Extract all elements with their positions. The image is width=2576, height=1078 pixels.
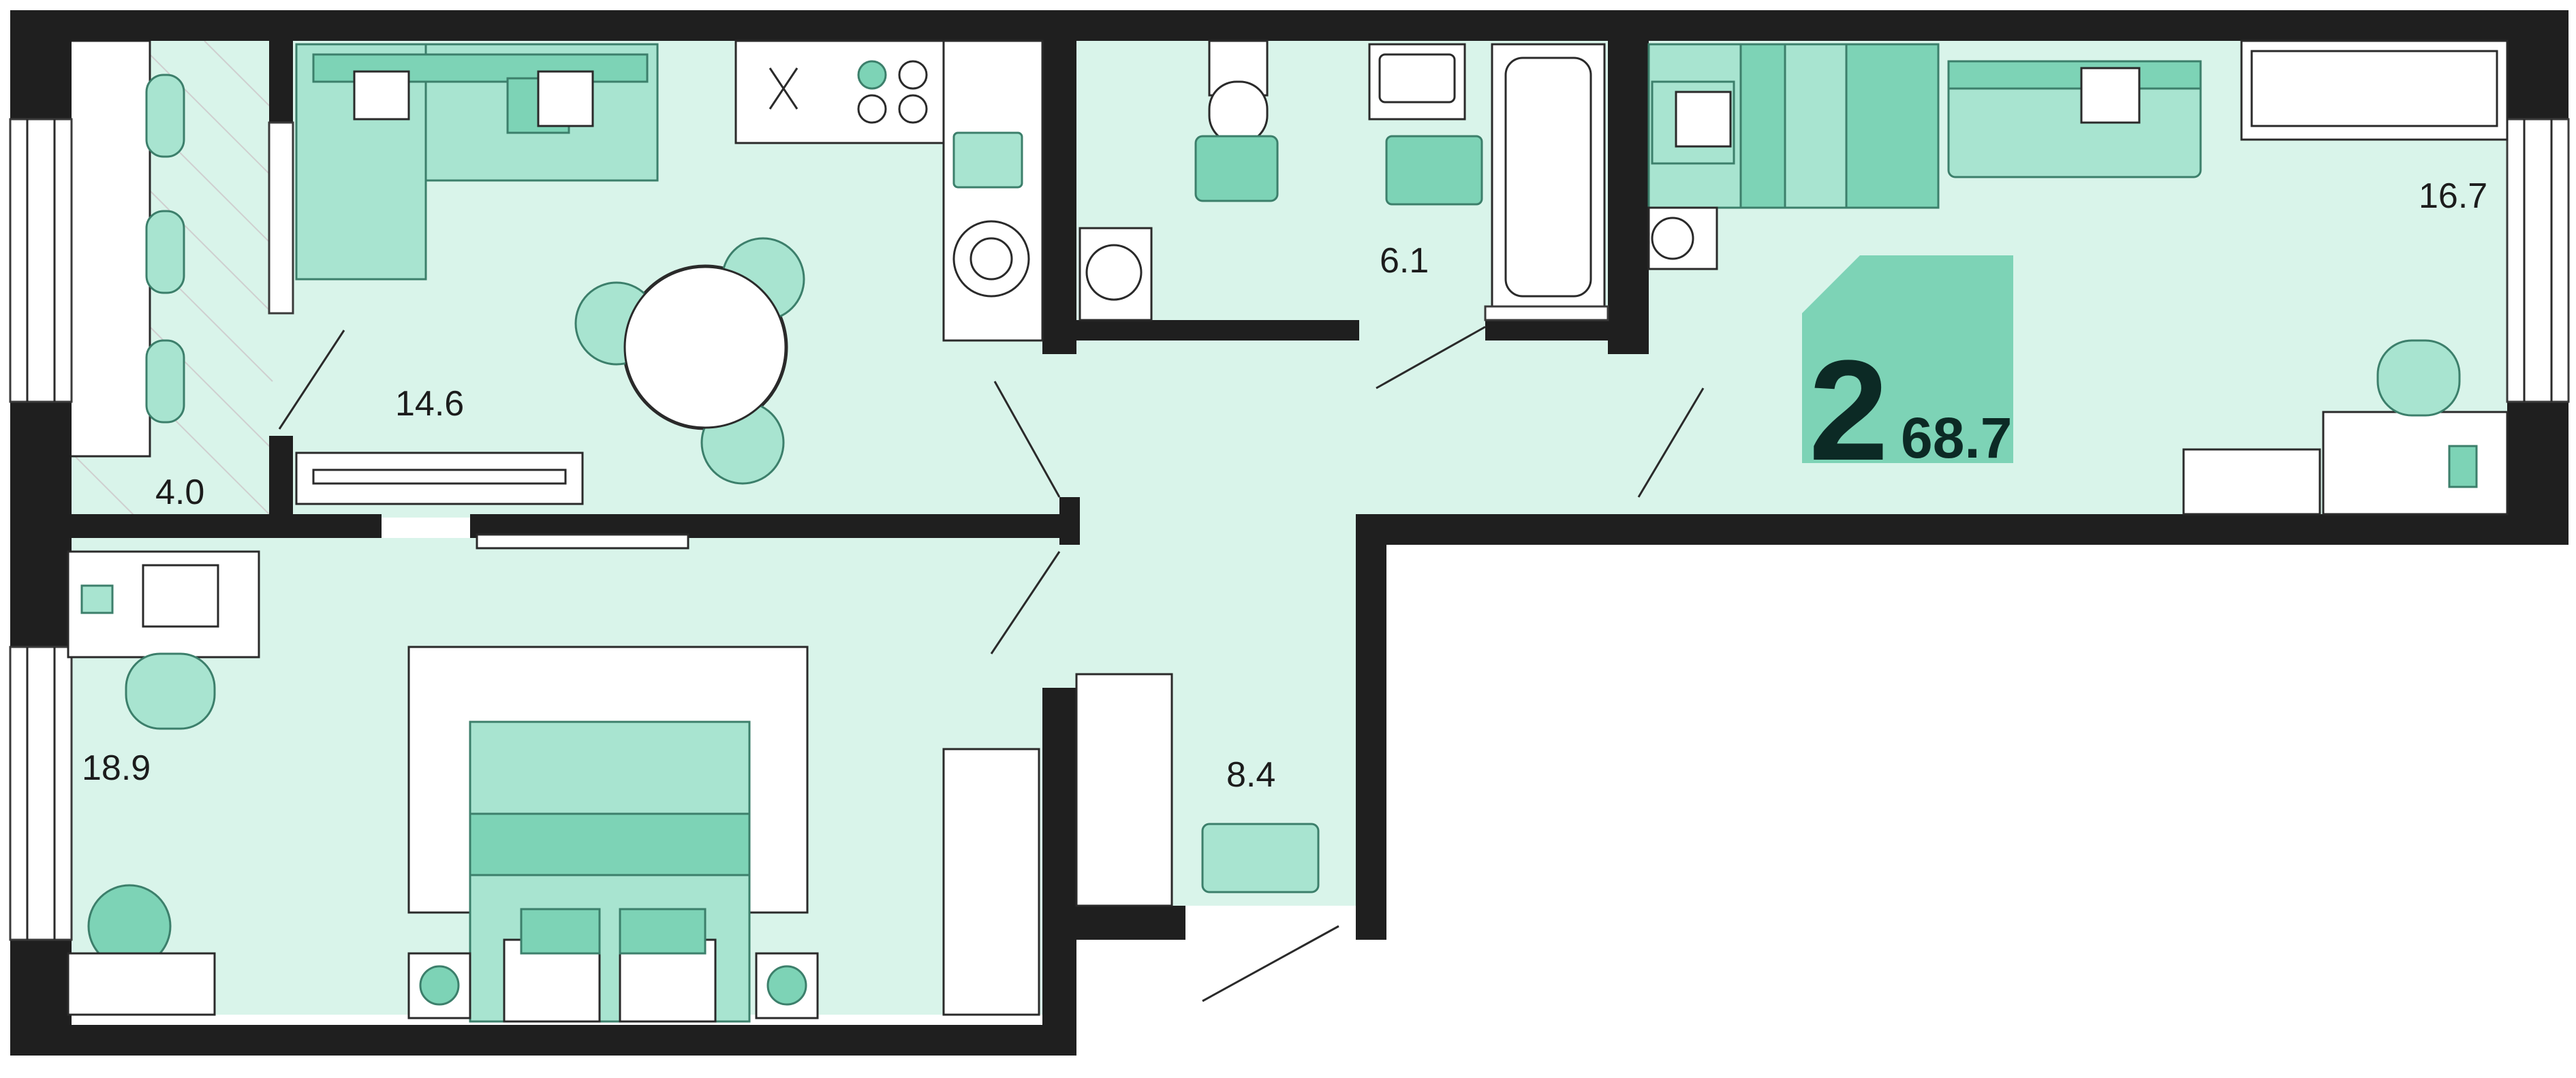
badge-room-count: 2	[1809, 330, 1889, 490]
kitchen-tv-stand	[295, 451, 584, 505]
area-label-bedroom-left: 18.9	[82, 748, 151, 788]
bathroom-fixtures	[1078, 39, 1609, 321]
area-badge: 2 68.7	[1802, 255, 2013, 490]
window-kitchen	[268, 121, 294, 315]
badge-total-area: 68.7	[1901, 406, 2013, 470]
dining-set	[574, 237, 805, 485]
window-balcony	[9, 118, 73, 403]
window-bedroom-left	[9, 646, 73, 941]
balcony-table	[67, 39, 151, 458]
area-label-bathroom: 6.1	[1380, 241, 1429, 281]
doors	[278, 326, 1705, 1002]
balcony-chairs	[145, 74, 185, 424]
badge-shape	[1802, 255, 2013, 463]
window-bedroom-right	[2506, 118, 2570, 403]
area-label-hallway: 8.4	[1226, 755, 1275, 795]
kitchen-counter	[734, 39, 1044, 342]
area-label-kitchen-living: 14.6	[395, 384, 464, 424]
room-labels: 4.0 14.6 6.1 16.7 18.9 8.4	[82, 176, 2487, 795]
walls	[10, 10, 2569, 1056]
area-label-balcony: 4.0	[155, 473, 204, 512]
kitchen-sofa	[295, 43, 659, 281]
area-label-bedroom-right: 16.7	[2419, 176, 2487, 216]
corridor-floor	[1056, 334, 1635, 518]
windows	[9, 118, 2570, 941]
bedroom-right-furniture	[1647, 39, 2509, 516]
bedroom-left-furniture	[67, 533, 1040, 1023]
hallway-furniture	[1075, 673, 1320, 907]
